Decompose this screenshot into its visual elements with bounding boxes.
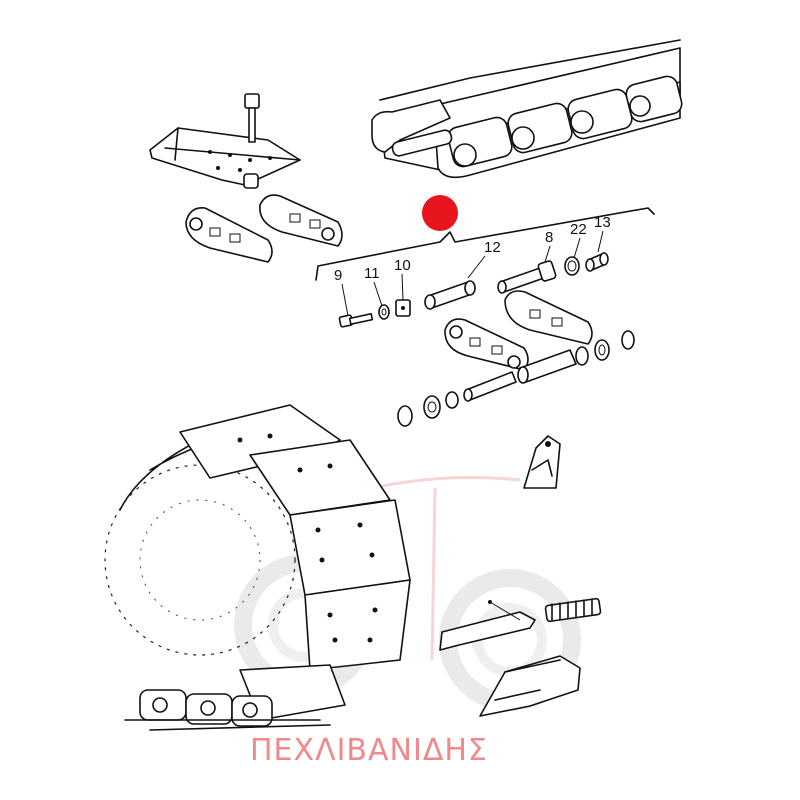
part-10-nut [395,299,411,317]
chain-links [447,75,683,168]
part-22-seal-ring [564,256,580,276]
part-8-pin [497,260,557,294]
bottom-chain-links [139,689,273,727]
highlight-marker [422,195,458,231]
callout-9: 9 [334,267,342,284]
part-12-bushing [424,280,476,310]
callout-bracket [315,207,655,281]
tension-spring [544,597,602,623]
bolt-upper [244,93,260,143]
part-11-washer [378,304,390,320]
callout-11: 11 [364,265,380,282]
leader-lines [341,230,604,317]
bracket-clip [439,600,536,651]
track-assembly-lower [104,404,411,731]
track-chain-assembly [371,39,683,179]
part-9-bolt [338,312,374,328]
link-pair-middle [444,290,593,371]
link-pair-left [185,194,343,263]
idler-wheel [104,464,296,656]
callout-13: 13 [594,214,611,231]
callout-12: 12 [484,239,501,256]
nut-upper [243,173,259,189]
callout-10: 10 [394,257,411,274]
shoe-plate-upper [149,127,301,186]
callout-labels: 9 11 10 12 8 22 13 [334,214,611,284]
callout-22: 22 [570,221,587,238]
callout-8: 8 [545,229,553,246]
hardware-bag [523,435,561,489]
pin-bushing-set [397,330,635,427]
watermark-text: ΠΕΧΛΙΒΑΝΙΔΗΣ [250,733,488,768]
part-13-spacer [585,252,609,272]
plate-holes [237,433,378,643]
guard-cover [479,655,581,717]
